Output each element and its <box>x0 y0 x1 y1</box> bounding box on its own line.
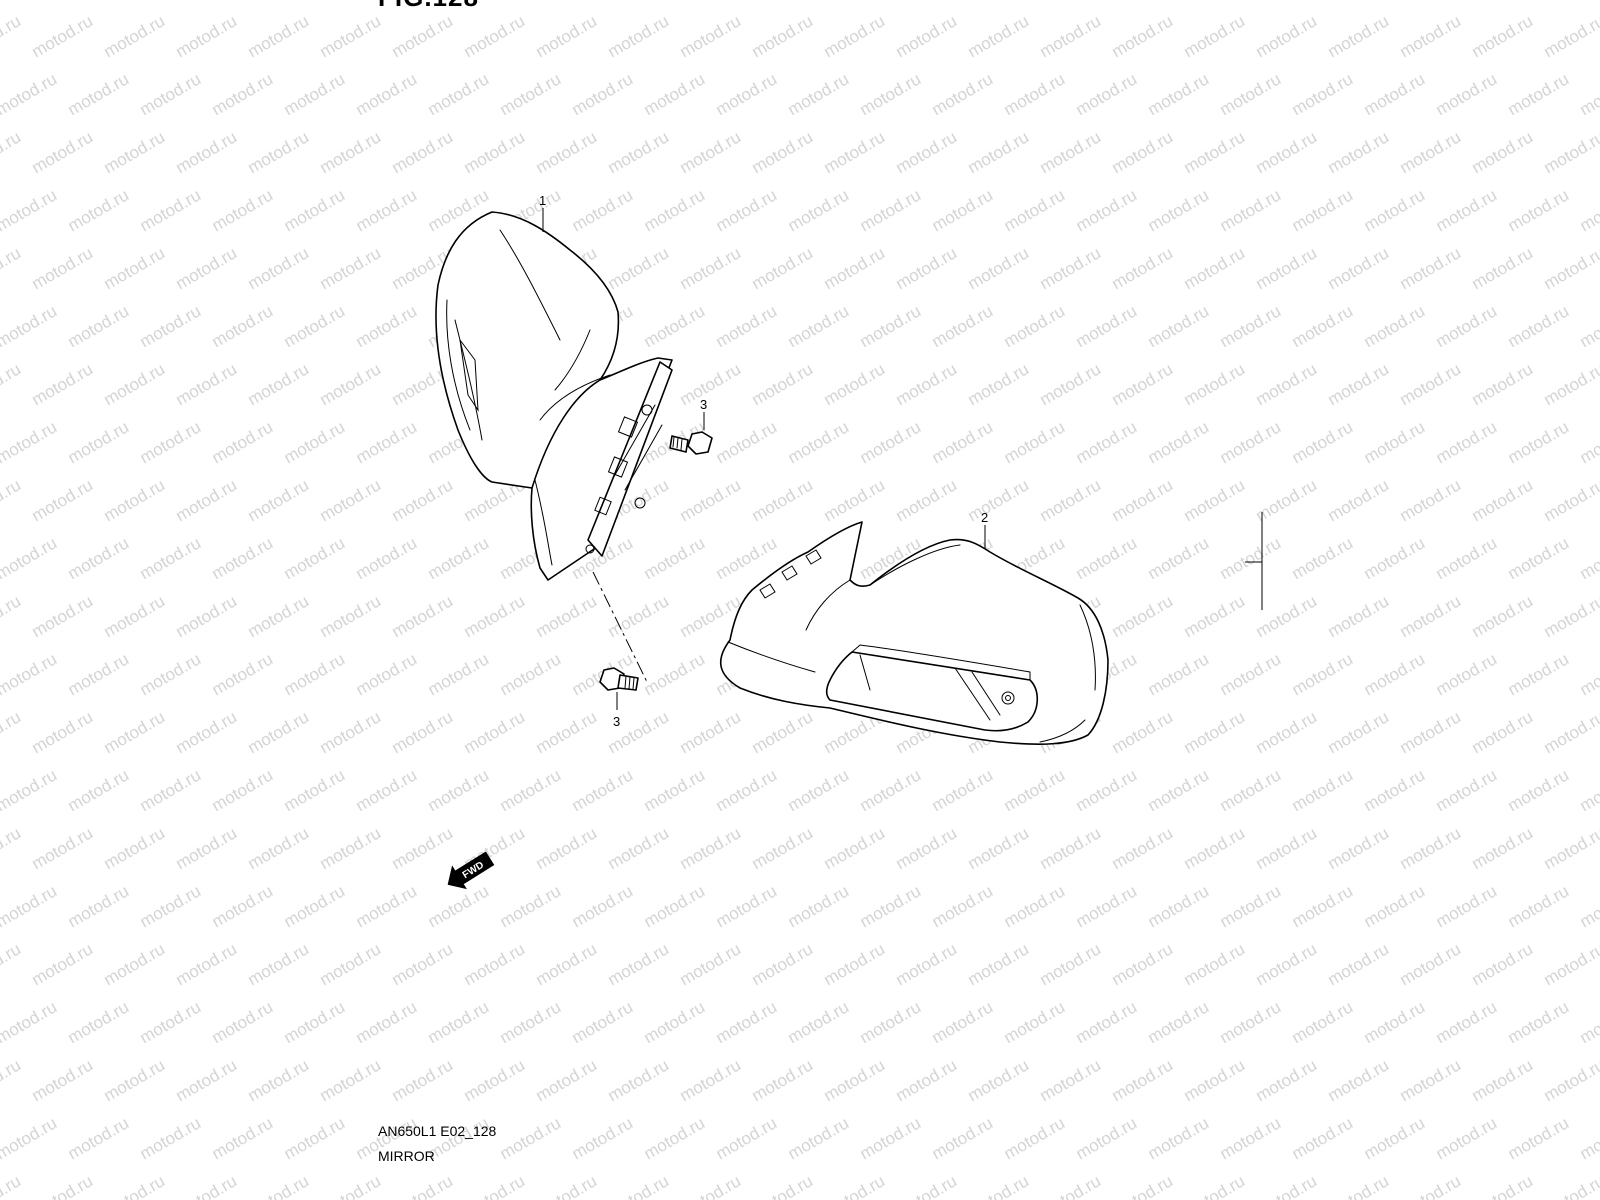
bolt-lower[interactable] <box>599 667 639 691</box>
callout-part-3b: 3 <box>613 714 620 729</box>
reference-mark <box>1245 512 1263 610</box>
mirror-left-assembly[interactable] <box>435 211 673 581</box>
callout-part-1: 1 <box>539 193 546 208</box>
callout-part-2: 2 <box>981 510 988 525</box>
figure-name: MIRROR <box>378 1148 435 1164</box>
fig-title: FIG.128 <box>378 0 479 13</box>
fwd-arrow-icon: FWD <box>447 851 495 890</box>
mirror-right-assembly[interactable] <box>719 521 1109 745</box>
bolt-upper[interactable] <box>669 431 713 455</box>
callout-part-3a: 3 <box>700 397 707 412</box>
assembly-dash-line <box>592 571 649 685</box>
figure-code: AN650L1 E02_128 <box>378 1123 497 1139</box>
